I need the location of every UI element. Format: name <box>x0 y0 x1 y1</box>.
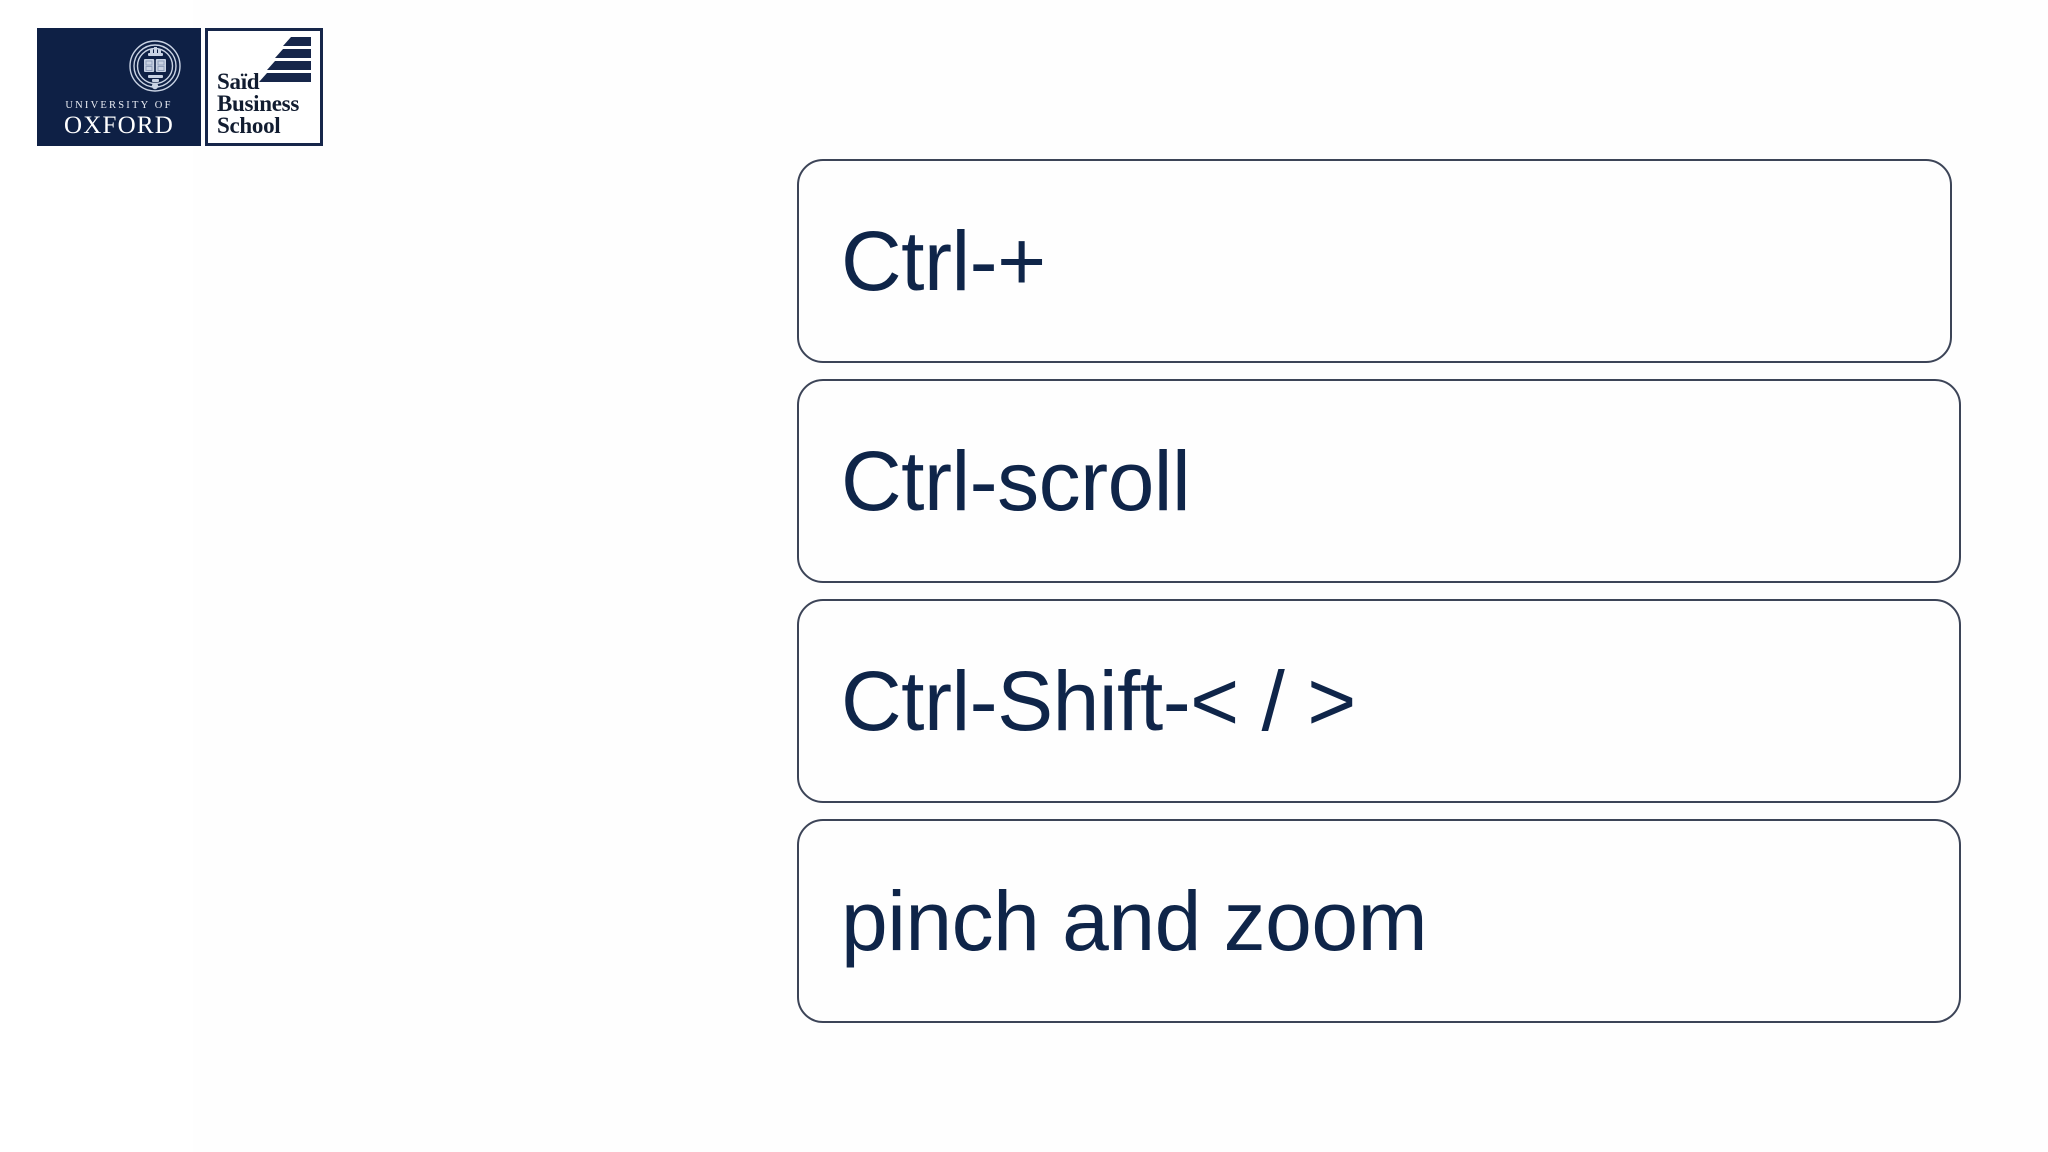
shortcut-label-3: Ctrl-Shift-< / > <box>841 654 1356 748</box>
shortcut-list: Ctrl-+ Ctrl-scroll Ctrl-Shift-< / > pinc… <box>797 159 1961 1039</box>
said-steps-icon <box>253 35 315 97</box>
brand-logo-lockup: UNIVERSITY OF OXFORD Saïd Business Sc <box>37 28 323 146</box>
shortcut-box-1[interactable]: Ctrl-+ <box>797 159 1952 363</box>
said-wordmark-line3: School <box>217 112 281 138</box>
oxford-logo-panel: UNIVERSITY OF OXFORD <box>37 28 201 146</box>
shortcut-box-3[interactable]: Ctrl-Shift-< / > <box>797 599 1961 803</box>
oxford-wordmark-line1: UNIVERSITY OF <box>65 100 173 111</box>
shortcut-label-2: Ctrl-scroll <box>841 434 1191 528</box>
content-plate <box>193 0 2048 1152</box>
said-wordmark-line2: Business <box>217 90 299 116</box>
said-business-school-logo-panel: Saïd Business School <box>205 28 323 146</box>
said-wordmark-line1: Saïd <box>217 68 260 94</box>
oxford-wordmark: UNIVERSITY OF OXFORD <box>37 99 201 140</box>
shortcut-box-4[interactable]: pinch and zoom <box>797 819 1961 1023</box>
shortcut-label-1: Ctrl-+ <box>841 214 1046 308</box>
shortcut-label-4: pinch and zoom <box>841 874 1428 968</box>
oxford-crest-icon <box>118 33 192 107</box>
oxford-wordmark-line2: OXFORD <box>64 112 174 139</box>
said-wordmark: Saïd Business School <box>217 68 299 138</box>
shortcut-box-2[interactable]: Ctrl-scroll <box>797 379 1961 583</box>
